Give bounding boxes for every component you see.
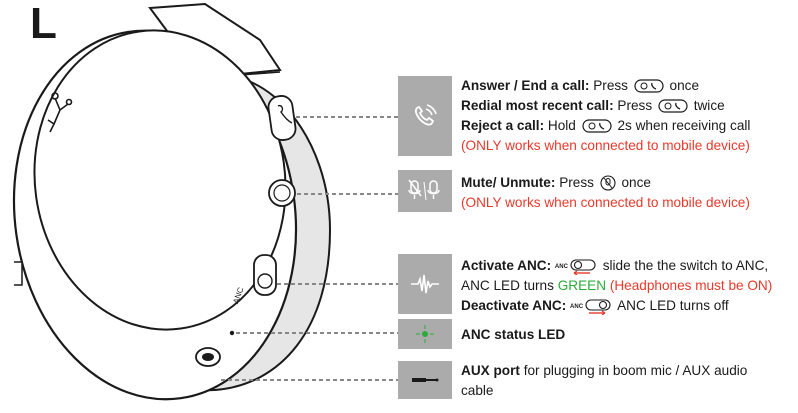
- toggle-switch-icon: [585, 299, 611, 315]
- anc-switch-label: ANC: [554, 263, 568, 270]
- brand-logo: [47, 92, 73, 133]
- anc-activate-line: Activate ANC: ANC slide the the switch t…: [461, 256, 768, 275]
- aux-icon-box: [398, 361, 452, 399]
- aux-port-line-2: cable: [461, 383, 494, 398]
- noise-waveform-icon: [411, 274, 439, 294]
- anc-activate-text: slide the the switch to ANC,: [602, 258, 769, 273]
- anc-led-text: ANC LED turns: [461, 278, 554, 293]
- redial-title: Redial most recent call:: [461, 98, 614, 113]
- answer-once-text: once: [669, 78, 700, 93]
- call-icon-box: [398, 76, 452, 156]
- anc-deactivate-text: ANC LED turns off: [617, 298, 729, 313]
- reject-title: Reject a call:: [461, 118, 545, 133]
- call-button-icon: [582, 119, 612, 134]
- redial-twice-text: twice: [693, 98, 725, 113]
- microphone-mute-icon: [408, 179, 440, 201]
- mute-line: Mute/ Unmute: Press once: [461, 173, 651, 192]
- reject-line: Reject a call: Hold 2s when receiving ca…: [461, 116, 750, 135]
- anc-deactivate-line: Deactivate ANC: ANC ANC LED turns off: [461, 296, 729, 315]
- anc-icon-box: [398, 254, 452, 314]
- anc-switch-label: ANC: [570, 303, 584, 310]
- mute-once-text: once: [621, 175, 651, 190]
- aux-port-text: for plugging in boom mic / AUX audio: [523, 363, 748, 378]
- anc-switch-off-icon: ANC: [570, 298, 614, 315]
- toggle-switch-icon: [570, 259, 596, 275]
- anc-activate-title: Activate ANC:: [461, 258, 552, 273]
- reject-duration-text: 2s when receiving call: [617, 118, 751, 133]
- redial-line: Redial most recent call: Press twice: [461, 96, 725, 115]
- anc-status-led-title: ANC status LED: [461, 327, 566, 342]
- answer-press-text: Press: [593, 78, 628, 93]
- anc-deactivate-title: Deactivate ANC:: [461, 298, 567, 313]
- call-mobile-note: (ONLY works when connected to mobile dev…: [461, 138, 750, 153]
- aux-port-line: AUX port for plugging in boom mic / AUX …: [461, 361, 747, 380]
- mute-icon-box: [398, 170, 452, 212]
- mute-press-text: Press: [559, 175, 594, 190]
- mute-title: Mute/ Unmute:: [461, 175, 556, 190]
- green-led-icon: [416, 325, 434, 343]
- answer-call-line: Answer / End a call: Press once: [461, 76, 699, 95]
- mute-button-icon: [600, 175, 616, 191]
- audio-jack-icon: [412, 378, 439, 382]
- anc-switch-on-icon: ANC: [555, 258, 599, 275]
- anc-status-led-line: ANC status LED: [461, 325, 565, 344]
- anc-led-line: ANC LED turns GREEN (Headphones must be …: [461, 276, 772, 295]
- aux-port-title: AUX port: [461, 363, 520, 378]
- call-button-icon: [634, 79, 664, 94]
- answer-call-title: Answer / End a call:: [461, 78, 590, 93]
- phone-call-icon: [414, 104, 437, 126]
- device-led-dot: [229, 330, 235, 336]
- earcup-side-label: L: [30, 0, 57, 48]
- led-icon-box: [398, 319, 452, 349]
- mute-mobile-note: (ONLY works when connected to mobile dev…: [461, 195, 750, 210]
- reject-hold-text: Hold: [547, 118, 576, 133]
- anc-led-color-word: GREEN: [557, 278, 607, 293]
- call-button-icon: [658, 99, 688, 114]
- anc-power-note: (Headphones must be ON): [609, 278, 773, 293]
- redial-press-text: Press: [617, 98, 653, 113]
